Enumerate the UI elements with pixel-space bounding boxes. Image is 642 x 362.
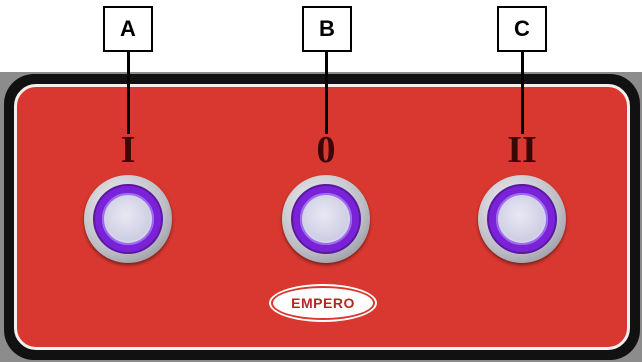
button-ring bbox=[95, 186, 161, 252]
leader-line-b bbox=[325, 52, 328, 134]
label-position-0: 0 bbox=[316, 129, 336, 171]
button-ring bbox=[489, 186, 555, 252]
button-cap bbox=[304, 197, 348, 241]
label-position-1: I bbox=[120, 129, 136, 171]
label-position-2: II bbox=[507, 129, 537, 171]
leader-line-a bbox=[127, 52, 130, 134]
button-cap bbox=[500, 197, 544, 241]
button-cap bbox=[106, 197, 150, 241]
callout-b: B bbox=[302, 6, 352, 52]
leader-line-c bbox=[521, 52, 524, 134]
button-position-0[interactable] bbox=[282, 175, 370, 263]
callout-c: C bbox=[497, 6, 547, 52]
button-position-2[interactable] bbox=[478, 175, 566, 263]
brand-logo: EMPERO bbox=[271, 286, 375, 320]
button-ring bbox=[293, 186, 359, 252]
callout-a: A bbox=[103, 6, 153, 52]
brand-name: EMPERO bbox=[291, 295, 355, 311]
button-position-1[interactable] bbox=[84, 175, 172, 263]
